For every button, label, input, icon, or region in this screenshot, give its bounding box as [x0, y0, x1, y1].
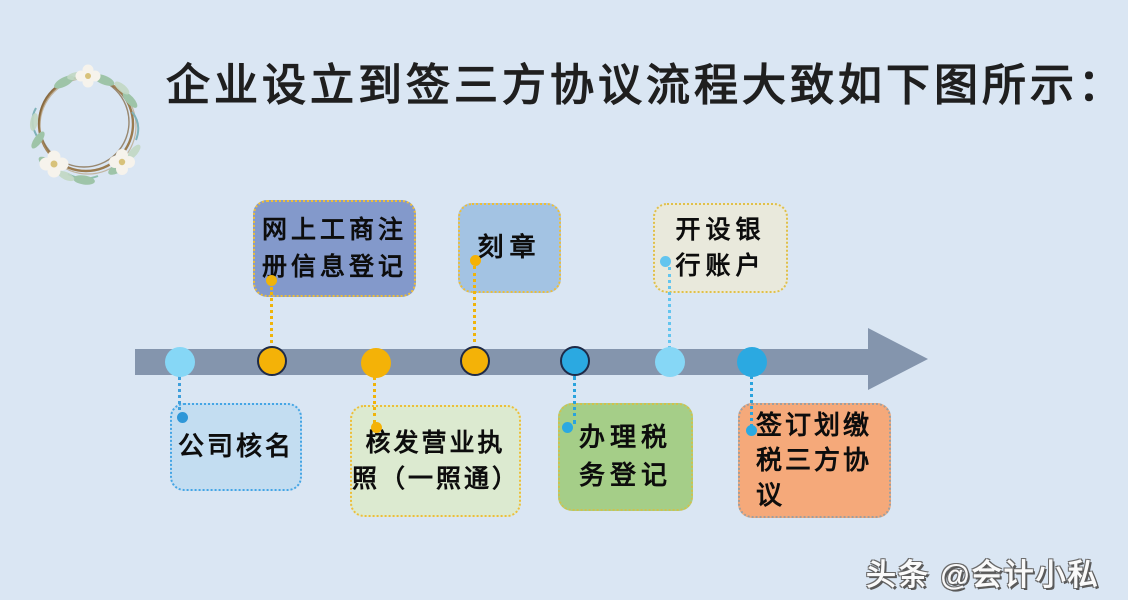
- step-label-seal-carving: 刻章: [477, 232, 542, 263]
- step-box-online-registration: 网上工商注 册信息登记: [253, 200, 416, 297]
- timeline-dot-seal-carving: [460, 346, 490, 376]
- timeline-dot-online-registration: [257, 346, 287, 376]
- step-label-company-name: 公司核名: [177, 431, 294, 462]
- floral-wreath-icon: [29, 64, 141, 185]
- watermark: 头条 @会计小私塾: [866, 559, 1100, 592]
- connector-business-license: [373, 376, 376, 424]
- timeline-dot-company-name: [165, 347, 195, 377]
- box-dot-tripartite-agreement: [746, 425, 757, 436]
- step-box-tripartite-agreement: 签订划缴 税三方协 议: [738, 403, 891, 518]
- box-dot-business-license: [371, 422, 382, 433]
- page-title: 企业设立到签三方协议流程大致如下图所示：: [166, 61, 1126, 110]
- box-dot-bank-account: [660, 256, 671, 267]
- connector-online-registration: [270, 287, 273, 349]
- connector-seal-carving: [473, 266, 476, 349]
- box-dot-tax-registration: [562, 422, 573, 433]
- step-label-bank-account: 开设银 行账户: [675, 215, 766, 280]
- step-box-tax-registration: 办理税 务登记: [558, 403, 693, 511]
- step-box-company-name: 公司核名: [170, 403, 302, 491]
- timeline-dot-bank-account: [655, 347, 685, 377]
- step-label-tax-registration: 办理税 务登记: [578, 422, 672, 490]
- connector-tripartite-agreement: [750, 376, 753, 427]
- connector-bank-account: [668, 267, 671, 349]
- timeline-arrowhead-icon: [868, 328, 928, 390]
- step-label-tripartite-agreement: 签订划缴 税三方协 议: [756, 409, 873, 511]
- box-dot-company-name: [177, 412, 188, 423]
- connector-company-name: [178, 376, 181, 418]
- step-box-bank-account: 开设银 行账户: [653, 203, 788, 293]
- connector-tax-registration: [573, 376, 576, 424]
- timeline-dot-tax-registration: [560, 346, 590, 376]
- box-dot-online-registration: [266, 275, 277, 286]
- box-dot-seal-carving: [470, 255, 481, 266]
- timeline-dot-business-license: [361, 348, 391, 378]
- step-label-business-license: 核发营业执 照（一照通）: [352, 428, 521, 493]
- step-label-online-registration: 网上工商注 册信息登记: [261, 216, 407, 281]
- timeline-dot-tripartite-agreement: [737, 347, 767, 377]
